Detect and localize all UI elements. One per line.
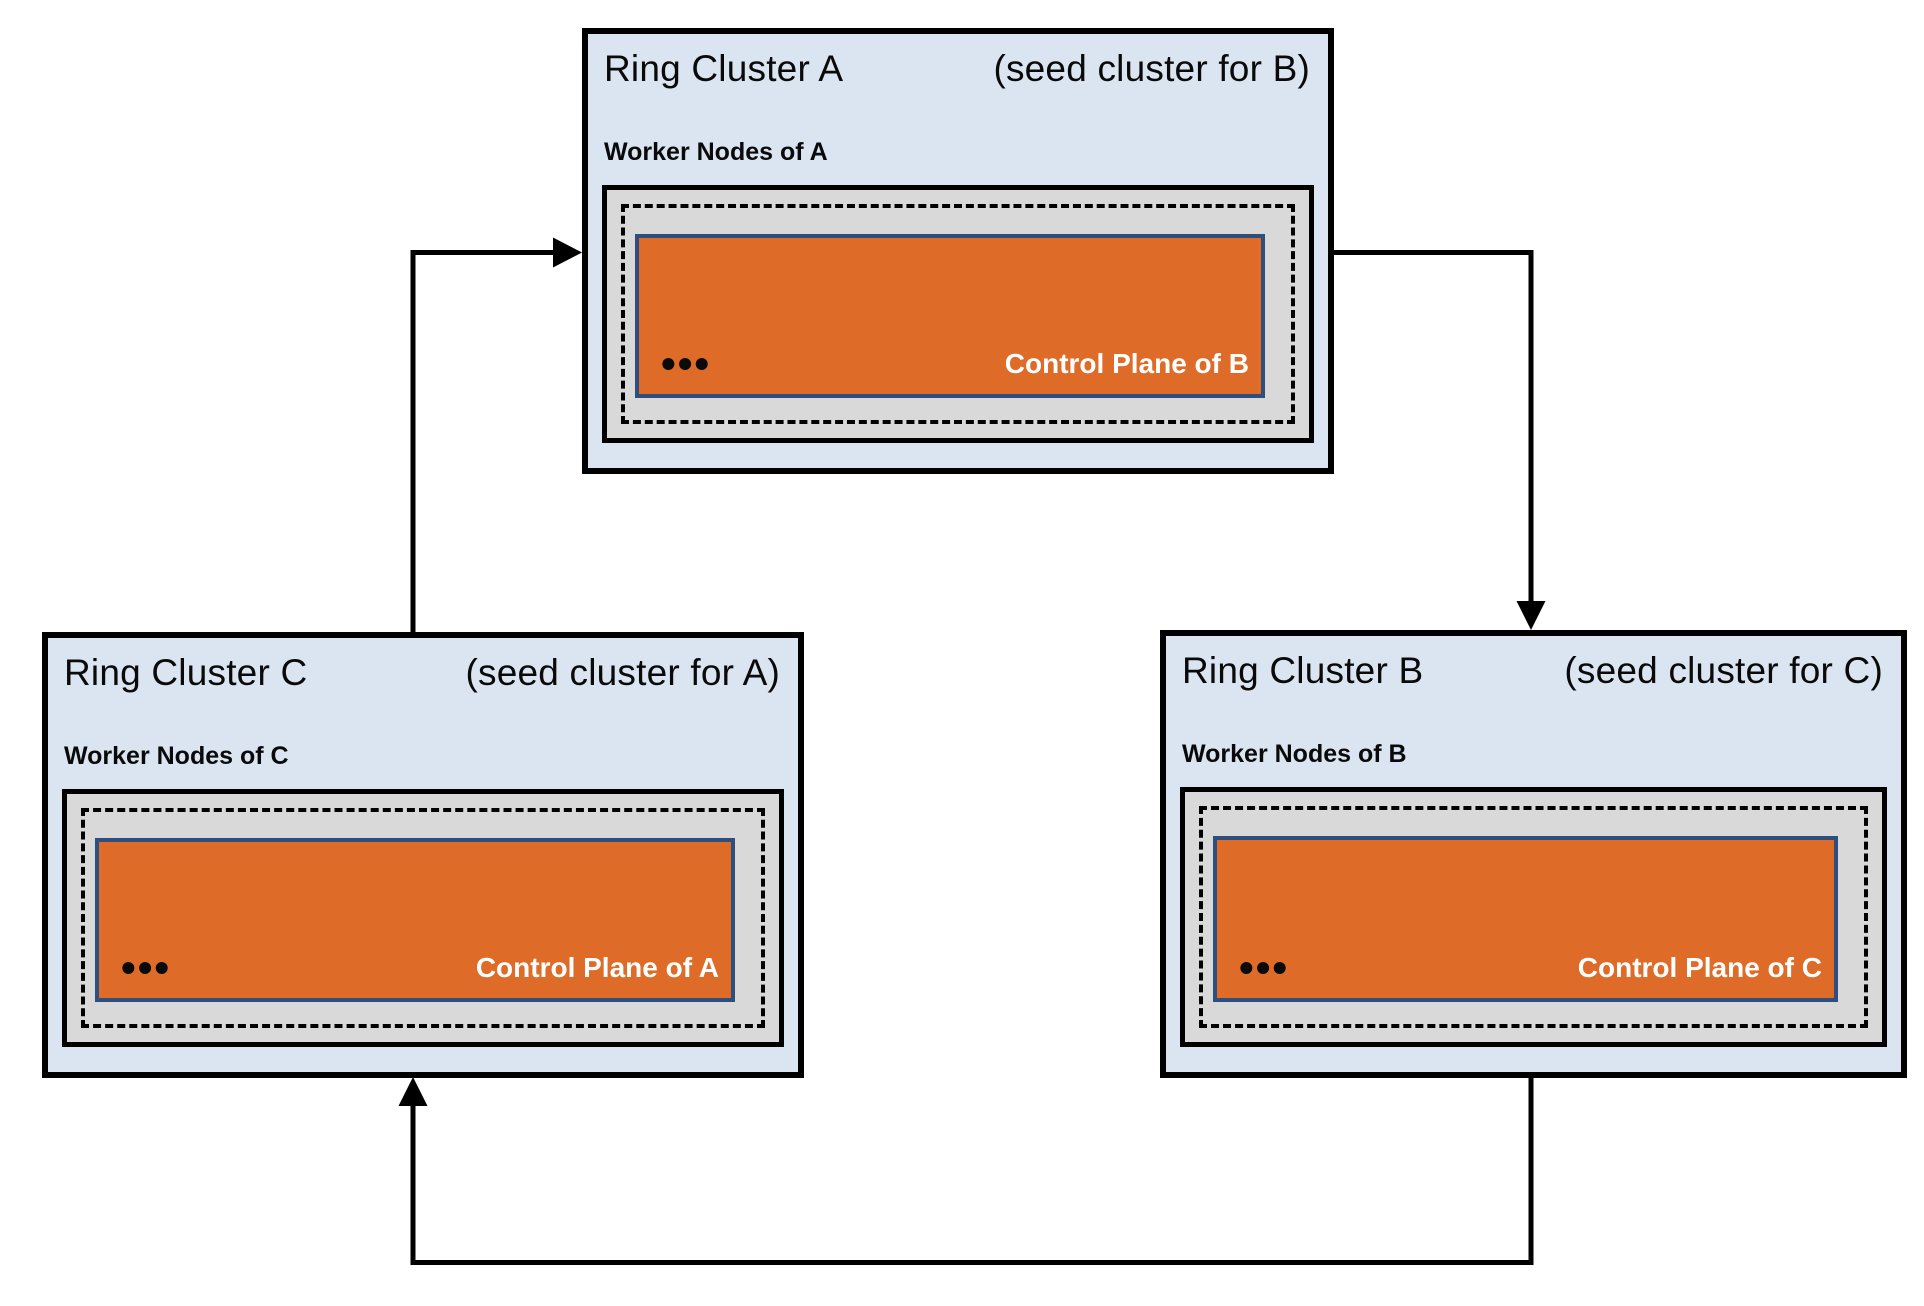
arrow-c-to-a xyxy=(410,237,582,634)
cluster-c-worker-label: Worker Nodes of C xyxy=(64,742,289,770)
cluster-a-control-plane-row: ••• Control Plane of B xyxy=(661,340,1249,388)
cluster-c-dashed-boundary: ••• Control Plane of A xyxy=(81,808,765,1028)
cluster-a-dashed-boundary: ••• Control Plane of B xyxy=(621,204,1295,424)
cluster-c-control-plane-label: Control Plane of A xyxy=(475,952,719,983)
cluster-b-worker-nodes-box: ••• Control Plane of C xyxy=(1180,787,1887,1047)
cluster-a-worker-label: Worker Nodes of A xyxy=(604,138,828,166)
arrow-a-to-b xyxy=(1334,250,1546,630)
ellipsis-dots: ••• xyxy=(121,944,172,992)
cluster-a-control-plane-box: ••• Control Plane of B xyxy=(635,234,1265,398)
cluster-a-box: Ring Cluster A (seed cluster for B) Work… xyxy=(582,28,1334,474)
cluster-c-worker-nodes-box: ••• Control Plane of A xyxy=(62,789,784,1047)
cluster-c-title: Ring Cluster C xyxy=(64,652,308,693)
cluster-c-seed-note: (seed cluster for A) xyxy=(465,652,780,693)
cluster-c-control-plane-box: ••• Control Plane of A xyxy=(95,838,735,1002)
arrowhead-right-icon xyxy=(553,237,582,268)
cluster-b-title: Ring Cluster B xyxy=(1182,650,1424,691)
cluster-c-box: Ring Cluster C (seed cluster for A) Work… xyxy=(42,632,804,1078)
ellipsis-dots: ••• xyxy=(661,340,712,388)
cluster-c-title-row: Ring Cluster C (seed cluster for A) xyxy=(64,652,780,694)
ellipsis-dots: ••• xyxy=(1239,944,1290,992)
cluster-b-title-row: Ring Cluster B (seed cluster for C) xyxy=(1182,650,1883,692)
cluster-a-title: Ring Cluster A xyxy=(604,48,844,89)
cluster-b-control-plane-row: ••• Control Plane of C xyxy=(1239,944,1822,992)
arrowhead-up-icon xyxy=(398,1077,428,1106)
cluster-a-control-plane-label: Control Plane of B xyxy=(1004,348,1249,379)
cluster-b-control-plane-label: Control Plane of C xyxy=(1577,952,1822,983)
arrowhead-down-icon xyxy=(1516,601,1546,630)
cluster-b-control-plane-box: ••• Control Plane of C xyxy=(1213,836,1838,1002)
cluster-b-worker-label: Worker Nodes of B xyxy=(1182,740,1407,768)
cluster-b-seed-note: (seed cluster for C) xyxy=(1564,650,1883,691)
cluster-a-title-row: Ring Cluster A (seed cluster for B) xyxy=(604,48,1310,90)
cluster-b-dashed-boundary: ••• Control Plane of C xyxy=(1199,806,1868,1028)
cluster-b-box: Ring Cluster B (seed cluster for C) Work… xyxy=(1160,630,1907,1078)
cluster-a-seed-note: (seed cluster for B) xyxy=(993,48,1310,89)
arrow-b-to-c xyxy=(398,1077,1534,1265)
cluster-c-control-plane-row: ••• Control Plane of A xyxy=(121,944,719,992)
cluster-a-worker-nodes-box: ••• Control Plane of B xyxy=(602,185,1314,443)
